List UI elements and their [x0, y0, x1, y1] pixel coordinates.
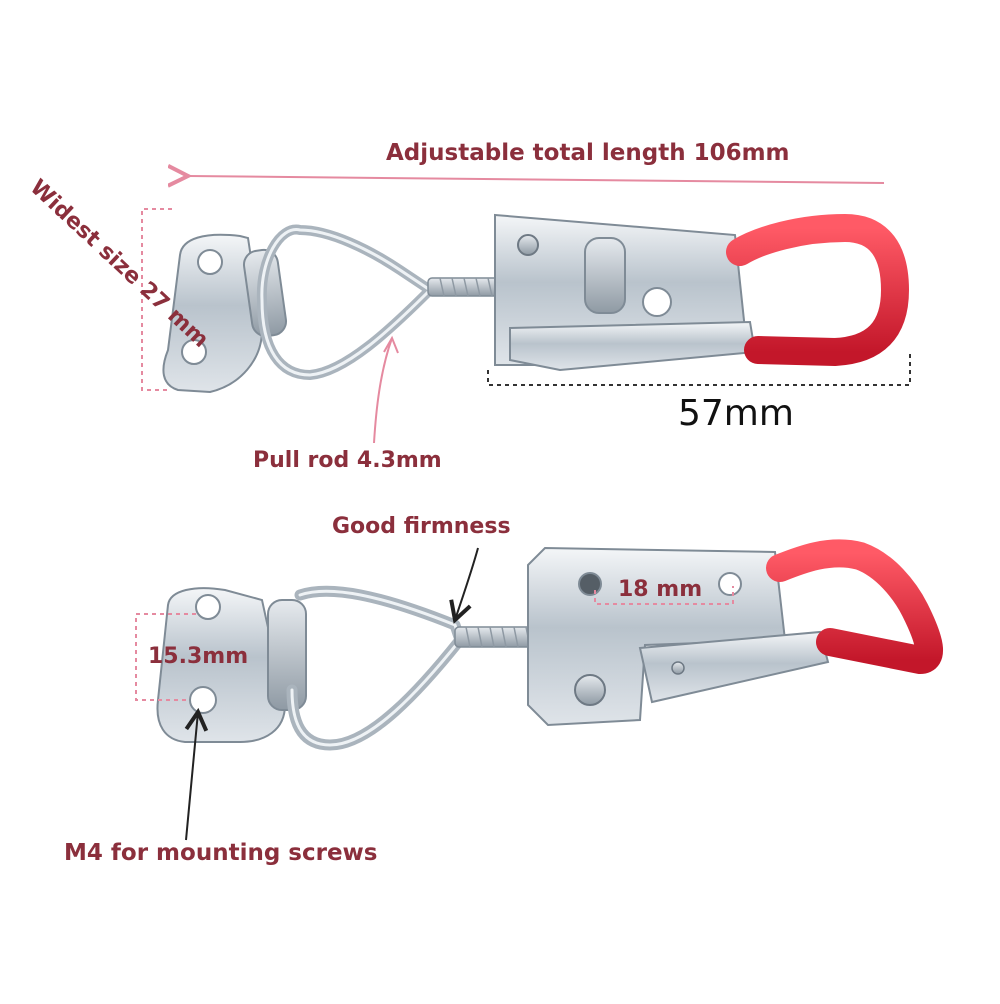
- top-lever-arm: [509, 320, 757, 372]
- mounting-screws-label: M4 for mounting screws: [64, 840, 378, 866]
- hole-spacing-top-bracket: [594, 586, 734, 605]
- bottom-base-plate: [156, 587, 287, 743]
- bottom-dimension-lines: [135, 547, 734, 841]
- clamp-length-bracket: [487, 353, 911, 386]
- hole-spacing-base-label: 15.3mm: [148, 644, 249, 669]
- hole-spacing-top-label: 18 mm: [618, 577, 703, 602]
- total-length-label: Adjustable total length 106mm: [386, 140, 790, 166]
- firmness-arrow: [455, 547, 479, 620]
- top-dimension-lines: [141, 176, 911, 444]
- bottom-lever-arm: [638, 630, 830, 704]
- mounting-screws-arrow: [186, 712, 198, 841]
- pull-rod-label: Pull rod 4.3mm: [253, 448, 442, 473]
- bottom-red-handle: [766, 539, 943, 674]
- top-base-hole-lower: [181, 339, 207, 365]
- bottom-base-hole-lower: [189, 686, 217, 714]
- top-red-handle: [726, 214, 909, 366]
- clamp-length-label: 57mm: [678, 393, 794, 434]
- top-latch: [162, 213, 909, 394]
- pull-rod-arrow: [373, 337, 393, 444]
- top-wire-loop: [256, 224, 435, 380]
- bottom-latch: [156, 539, 943, 751]
- top-base-hole-upper: [197, 249, 223, 275]
- firmness-label: Good firmness: [332, 514, 511, 539]
- bottom-base-hole-upper: [195, 594, 221, 620]
- total-length-arrow: [188, 176, 885, 183]
- widest-size-bracket: [141, 208, 172, 391]
